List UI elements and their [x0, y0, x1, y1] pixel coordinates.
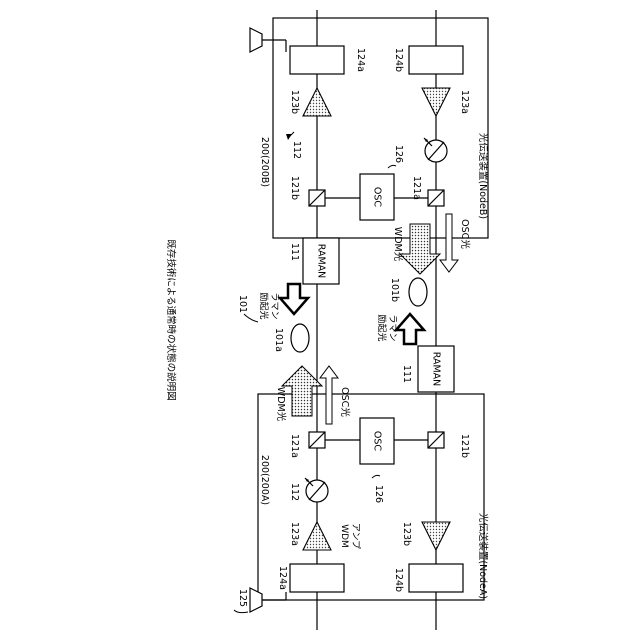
nodeA-wdm-arrow — [282, 366, 322, 416]
raman-pump-upper-line2: 励起光 — [258, 292, 270, 319]
nodeA-term-124b — [409, 564, 463, 592]
nodeB-label: 200(200B) — [259, 137, 270, 187]
label-123b-top: 123b — [289, 90, 300, 114]
nodeA-amp-123b — [422, 522, 450, 550]
label-123a-bottom: 123a — [289, 522, 300, 546]
label-124a-top: 124a — [355, 48, 366, 72]
nodeA-port-icon — [250, 588, 262, 612]
wdm-amp-line2: アンプ — [350, 523, 361, 549]
label-112-top: 112 — [291, 141, 302, 159]
label-101a: 101a — [273, 328, 284, 352]
label-126-bottom: 126 — [373, 485, 384, 503]
label-121b-top: 121b — [289, 176, 300, 200]
raman-pump-lower-line2: 励起光 — [376, 314, 388, 341]
nodeA-name: 光伝送装置(NodeA) — [477, 513, 489, 599]
nodeA-raman-label: RAMAN — [431, 352, 442, 387]
label-124b-top: 124b — [393, 48, 404, 72]
raman-pump-upper-line1: ラマン — [269, 292, 280, 319]
nodeA-osc-label: OSC — [372, 431, 383, 452]
raman-pump-arrow-lower — [396, 314, 424, 344]
fiber-101a — [291, 324, 309, 352]
label-111-bottom: 111 — [401, 365, 412, 383]
nodeB-name: 光伝送装置(NodeB) — [477, 133, 489, 219]
wdm-amp-line1: WDM — [339, 524, 349, 548]
raman-pump-lower-line1: ラマン — [387, 314, 398, 341]
label-101b: 101b — [389, 278, 400, 302]
nodeA-term-124a — [290, 564, 344, 592]
nodeB-amp-123b — [303, 88, 331, 116]
nodeB-osc-arrow — [440, 214, 458, 272]
nodeB-wdm-arrow — [400, 224, 440, 274]
label-125: 125 — [237, 589, 248, 607]
nodeB-term-124a — [290, 46, 344, 74]
label-123b-bottom: 123b — [401, 522, 412, 546]
nodeB-raman-label: RAMAN — [316, 244, 327, 279]
figure-title: 既存技術による通常時の状態の説明図 — [165, 239, 177, 400]
nodeA-osc-arrow — [320, 366, 338, 424]
system-label-101: 101 — [237, 295, 248, 313]
nodeA-amp-123a — [303, 522, 331, 550]
fiber-101b — [409, 278, 427, 306]
nodeB-port-icon — [250, 28, 262, 52]
nodeB-amp-123a — [422, 88, 450, 116]
label-126-top: 126 — [393, 145, 404, 163]
nodeB-wdm-light-label: WDM光 — [392, 227, 404, 262]
label-121a-bottom: 121a — [289, 434, 300, 458]
raman-pump-arrow-upper — [280, 284, 308, 314]
label-123a-top: 123a — [459, 90, 470, 114]
label-124b-bottom: 124b — [393, 568, 404, 592]
nodeA-osc-light-label: OSC光 — [339, 387, 351, 417]
nodeB-osc-light-label: OSC光 — [459, 219, 471, 249]
label-124a-bottom: 124a — [277, 566, 288, 590]
label-121a-top: 121a — [411, 176, 422, 200]
label-121b-bottom: 121b — [459, 434, 470, 458]
nodeB-osc-label: OSC — [372, 187, 383, 208]
nodeA-wdm-light-label: WDM光 — [275, 387, 287, 422]
nodeA-label: 200(200A) — [259, 455, 270, 505]
label-112-bottom: 112 — [289, 483, 300, 501]
label-111-top: 111 — [289, 243, 300, 261]
nodeB-term-124b — [409, 46, 463, 74]
